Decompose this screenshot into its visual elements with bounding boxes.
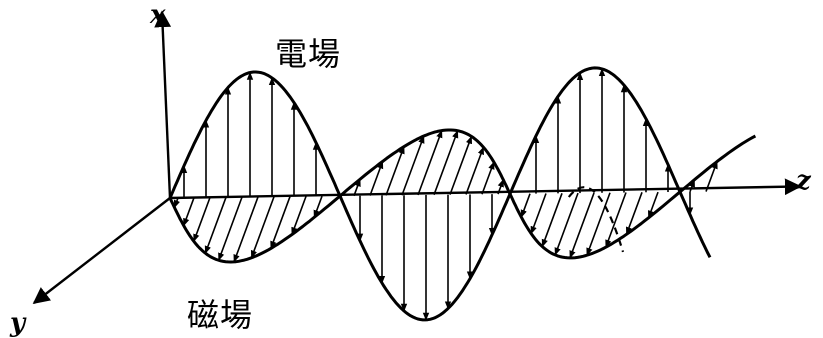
- magnetic-field-curve: [168, 128, 757, 264]
- magnetic-field-vector: [520, 193, 531, 218]
- electric-field-wave: [168, 66, 712, 322]
- magnetic-field-vector: [625, 192, 643, 236]
- magnetic-field-vector: [417, 129, 443, 196]
- magnetic-field-vector: [233, 196, 259, 263]
- magnetic-field-vector: [182, 197, 195, 227]
- magnetic-field-vector: [270, 196, 291, 250]
- magnetic-field-vector: [530, 193, 547, 235]
- magnetic-field-vector: [385, 145, 405, 196]
- magnetic-field-vector: [705, 160, 718, 192]
- y-axis-label: y: [10, 308, 26, 338]
- coordinate-axes: [32, 10, 802, 305]
- magnetic-field-vector: [250, 196, 275, 259]
- magnetic-field-vector: [401, 135, 425, 196]
- magnetic-field-vector: [204, 197, 227, 254]
- magnetic-field-vector: [313, 195, 323, 219]
- x-axis-label: x: [150, 0, 166, 30]
- magnetic-field-vector: [465, 146, 485, 195]
- magnetic-field-label: 磁場: [187, 296, 254, 334]
- electric-field-curve: [168, 66, 712, 322]
- magnetic-field-vector: [449, 135, 473, 195]
- magnetic-field-vector: [569, 192, 595, 259]
- magnetic-field-vector: [647, 191, 659, 219]
- z-axis-label: z: [796, 166, 811, 196]
- magnetic-field-vector: [586, 192, 611, 256]
- magnetic-field-vector: [433, 129, 459, 196]
- magnetic-field-vector: [369, 160, 384, 196]
- y-axis: [32, 197, 171, 305]
- electric-field-label: 電場: [275, 35, 342, 73]
- z-axis: [169, 178, 802, 200]
- magnetic-field-vector: [554, 192, 579, 256]
- magnetic-field-vector: [217, 196, 243, 262]
- magnetic-field-wave: [168, 128, 757, 264]
- magnetic-field-vector: [541, 193, 563, 248]
- magnetic-field-vector: [605, 192, 627, 248]
- x-axis: [154, 10, 172, 199]
- magnetic-field-vector: [291, 196, 307, 236]
- magnetic-field-vector: [193, 197, 211, 243]
- magnetic-field-vector: [481, 161, 495, 195]
